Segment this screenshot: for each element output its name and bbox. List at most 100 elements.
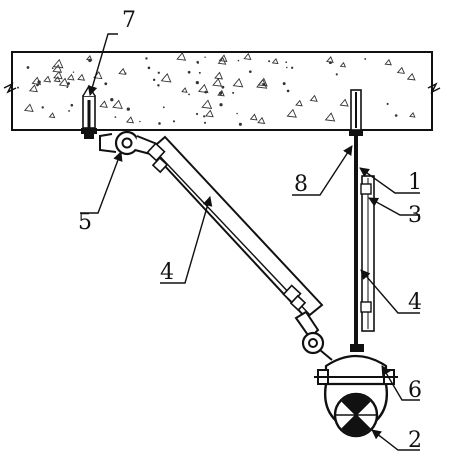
aggregate-speck (126, 107, 130, 111)
aggregate-speck (335, 73, 338, 76)
aggregate-speck (328, 61, 332, 65)
aggregate-speck (324, 112, 336, 122)
aggregate-speck (85, 55, 93, 61)
aggregate-speck (72, 71, 75, 73)
aggregate-speck (339, 98, 349, 107)
aggregate-speck (221, 85, 225, 89)
hanger-rod-assembly (354, 136, 375, 348)
aggregate-speck (17, 86, 19, 89)
aggregate-speck (203, 121, 207, 124)
aggregate-speck (52, 64, 63, 73)
aggregate-speck (364, 58, 367, 60)
aggregate-speck (147, 66, 151, 70)
aggregate-speck (198, 71, 201, 74)
concrete-slab (3, 51, 441, 131)
aggregate-speck (41, 106, 44, 109)
callout-5: 5 (78, 210, 92, 235)
aggregate-speck (104, 82, 108, 86)
aggregate-speck (409, 111, 416, 118)
aggregate-speck (295, 99, 303, 107)
aggregate-speck (291, 66, 294, 69)
aggregate-speck (309, 94, 318, 102)
aggregate-speck (286, 66, 288, 69)
aggregate-speck (70, 103, 74, 107)
aggregate-speck (214, 71, 224, 80)
callout-3: 3 (408, 203, 422, 228)
callout-1: 1 (408, 170, 422, 195)
aggregate-speck (68, 110, 70, 112)
aggregate-speck (53, 76, 61, 83)
aggregate-speck (23, 103, 34, 113)
aggregate-speck (204, 90, 208, 94)
aggregate-speck (110, 98, 114, 102)
aggregate-speck (261, 83, 264, 85)
aggregate-speck (157, 71, 160, 74)
aggregate-speck (66, 86, 69, 89)
aggregate-speck (396, 66, 406, 74)
aggregate-speck (339, 61, 347, 68)
aggregate-speck (249, 113, 258, 121)
diagonal-brace (146, 135, 324, 320)
pipe (333, 392, 379, 438)
aggregate-speck (271, 58, 279, 65)
aggregate-speck (257, 116, 266, 124)
aggregate-speck (66, 73, 75, 81)
aggregate-speck (172, 120, 176, 123)
aggregate-speck (118, 67, 127, 75)
aggregate-speck (197, 61, 200, 64)
aggregate-speck (145, 57, 148, 60)
aggregate-speck (48, 112, 56, 119)
aggregate-speck (31, 76, 42, 85)
aggregate-speck (204, 56, 206, 58)
aggregate-speck (394, 114, 398, 117)
aggregate-speck (406, 72, 416, 81)
aggregate-speck (218, 91, 223, 95)
aggregate-speck (386, 102, 389, 106)
aggregate-speck (52, 58, 64, 69)
aggregate-speck (212, 78, 223, 87)
aggregate-speck (237, 59, 240, 62)
aggregate-speck (195, 112, 199, 116)
aggregate-speck (187, 70, 191, 74)
aggregate-speck (26, 66, 30, 69)
aggregate-speck (285, 61, 288, 64)
hinge-connector-lower (294, 310, 333, 361)
aggregate-speck (160, 73, 172, 83)
aggregate-speck (125, 116, 135, 124)
aggregate-speck (268, 60, 271, 63)
leader-lines (80, 33, 420, 451)
aggregate-speck (218, 54, 228, 62)
aggregate-speck (238, 122, 242, 126)
aggregate-speck (152, 78, 156, 82)
aggregate-speck (181, 87, 188, 93)
aggregate-speck (28, 84, 38, 93)
aggregate-speck (157, 84, 160, 87)
aggregate-speck (201, 99, 213, 109)
callout-2: 2 (408, 428, 422, 453)
aggregate-speck (197, 83, 209, 94)
aggregate-speck (112, 99, 123, 110)
aggregate-speck (286, 108, 297, 118)
aggregate-speck (139, 120, 141, 123)
aggregate-speck (195, 81, 199, 85)
callout-4-diagonal: 4 (160, 260, 174, 285)
callout-4-vertical: 4 (408, 290, 422, 315)
aggregate-speck (77, 73, 86, 81)
aggregate-speck (58, 77, 70, 87)
aggregate-speck (217, 57, 227, 65)
aggregate-speck (243, 52, 252, 60)
aggregate-speck (236, 112, 238, 115)
aggregate-speck (219, 103, 223, 107)
callout-8: 8 (294, 172, 308, 197)
aggregate-speck (286, 89, 290, 93)
aggregate-speck (282, 82, 286, 86)
aggregate-speck (176, 52, 187, 61)
aggregate-speck (51, 67, 54, 69)
aggregate-speck (188, 93, 190, 96)
aggregate-speck (114, 116, 117, 118)
aggregate-speck (232, 77, 244, 88)
aggregate-speck (232, 91, 235, 94)
aggregate-speck (256, 78, 268, 89)
anchor-bolt-right (349, 89, 363, 136)
